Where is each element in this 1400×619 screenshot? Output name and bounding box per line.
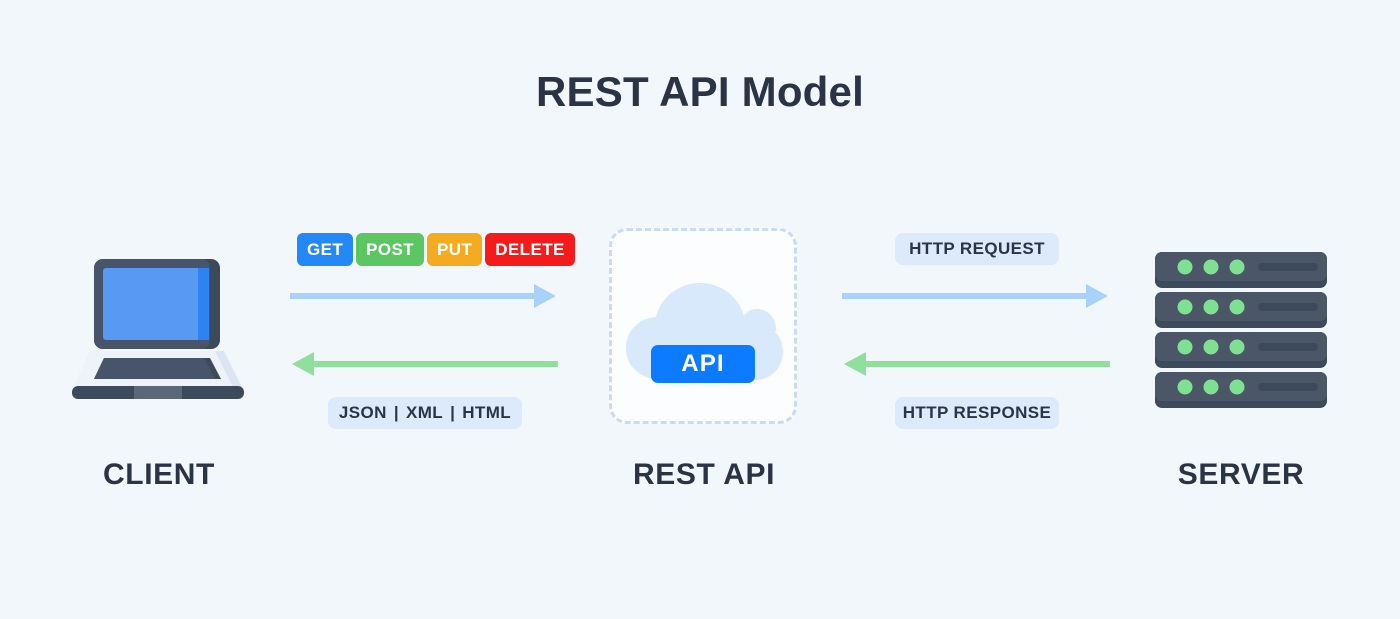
response-formats-pill: JSON | XML | HTML — [328, 397, 522, 429]
page-title: REST API Model — [536, 68, 864, 115]
format-separator-2: | — [450, 403, 456, 422]
arrow-server-to-api — [842, 351, 1110, 382]
method-badge-put[interactable]: PUT — [427, 233, 483, 266]
method-badge-delete[interactable]: DELETE — [485, 233, 575, 266]
format-json: JSON — [338, 403, 387, 422]
server-stack-icon — [1155, 252, 1327, 410]
client-laptop-icon — [72, 255, 248, 407]
method-badge-post[interactable]: POST — [356, 233, 425, 266]
http-response-label: HTTP RESPONSE — [895, 397, 1059, 429]
rest-api-caption: REST API — [632, 458, 776, 491]
format-html: HTML — [462, 403, 512, 422]
client-caption: CLIENT — [103, 458, 215, 491]
server-caption: SERVER — [1177, 458, 1305, 491]
format-xml: XML — [406, 403, 444, 422]
method-badge-get[interactable]: GET — [297, 233, 354, 266]
arrow-api-to-client — [290, 351, 558, 382]
arrow-client-to-api — [290, 283, 558, 314]
api-badge[interactable]: API — [651, 345, 755, 383]
arrow-api-to-server — [842, 283, 1110, 314]
http-request-label: HTTP REQUEST — [895, 233, 1059, 265]
http-methods-group: GET POST PUT DELETE — [297, 233, 575, 266]
format-separator-1: | — [393, 403, 399, 422]
